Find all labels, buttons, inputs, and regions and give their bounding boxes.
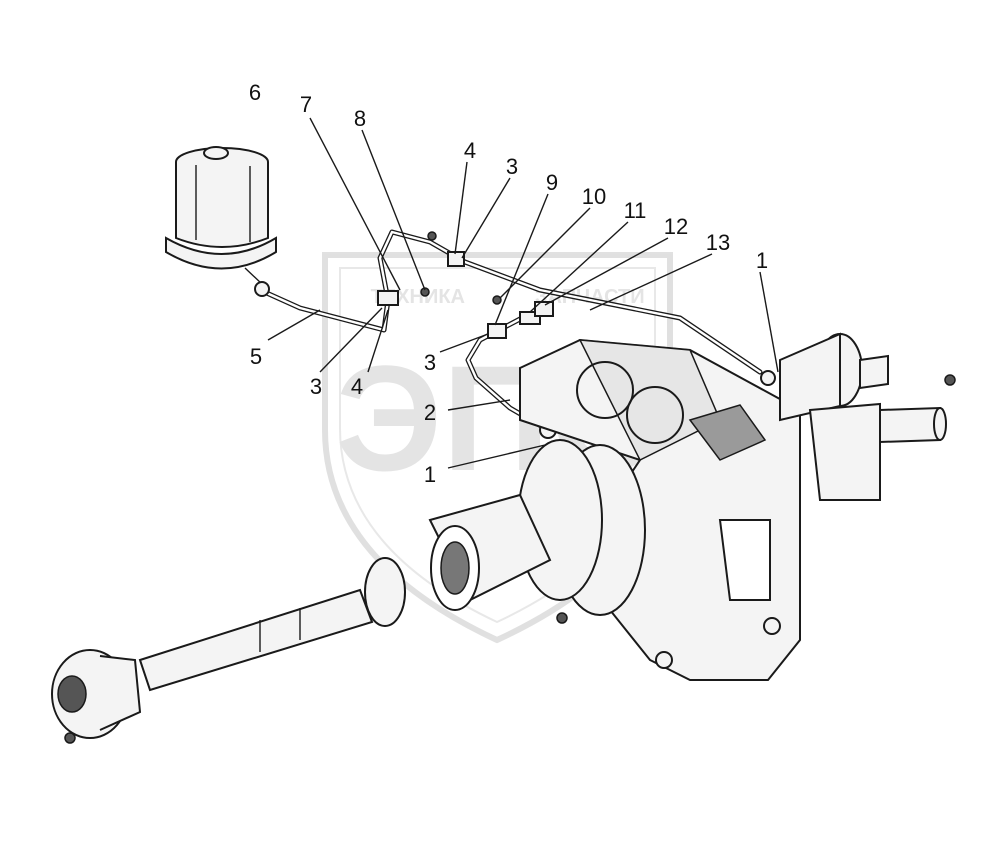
- leader-lines: [267, 117, 779, 469]
- label-4-top: 4: [464, 138, 476, 163]
- label-1-right: 1: [756, 248, 768, 273]
- label-1-left: 1: [424, 462, 436, 487]
- label-2: 2: [424, 400, 436, 425]
- label-8: 8: [354, 106, 366, 131]
- right-output-assembly: [779, 332, 947, 501]
- label-3-mid: 3: [424, 350, 436, 375]
- filter-canister: [165, 146, 277, 292]
- watermark-text-right: ЗАПЧАСТИ: [535, 286, 645, 308]
- callout-labels: 6 7 8 4 3 9 10 11 12 13 1 5 3 4 3 2 1: [249, 80, 768, 487]
- label-3-left: 3: [310, 374, 322, 399]
- label-7: 7: [300, 92, 312, 117]
- drive-shaft: [51, 557, 406, 739]
- label-6: 6: [249, 80, 261, 105]
- label-3-top: 3: [506, 154, 518, 179]
- clutch-assembly: [428, 439, 646, 616]
- fittings: [64, 231, 956, 744]
- label-4-left: 4: [351, 374, 363, 399]
- label-13: 13: [706, 230, 730, 255]
- label-12: 12: [664, 214, 688, 239]
- label-5: 5: [250, 344, 262, 369]
- label-9: 9: [546, 170, 558, 195]
- label-11: 11: [624, 198, 647, 223]
- label-10: 10: [582, 184, 606, 209]
- gearbox-housing: [519, 338, 801, 681]
